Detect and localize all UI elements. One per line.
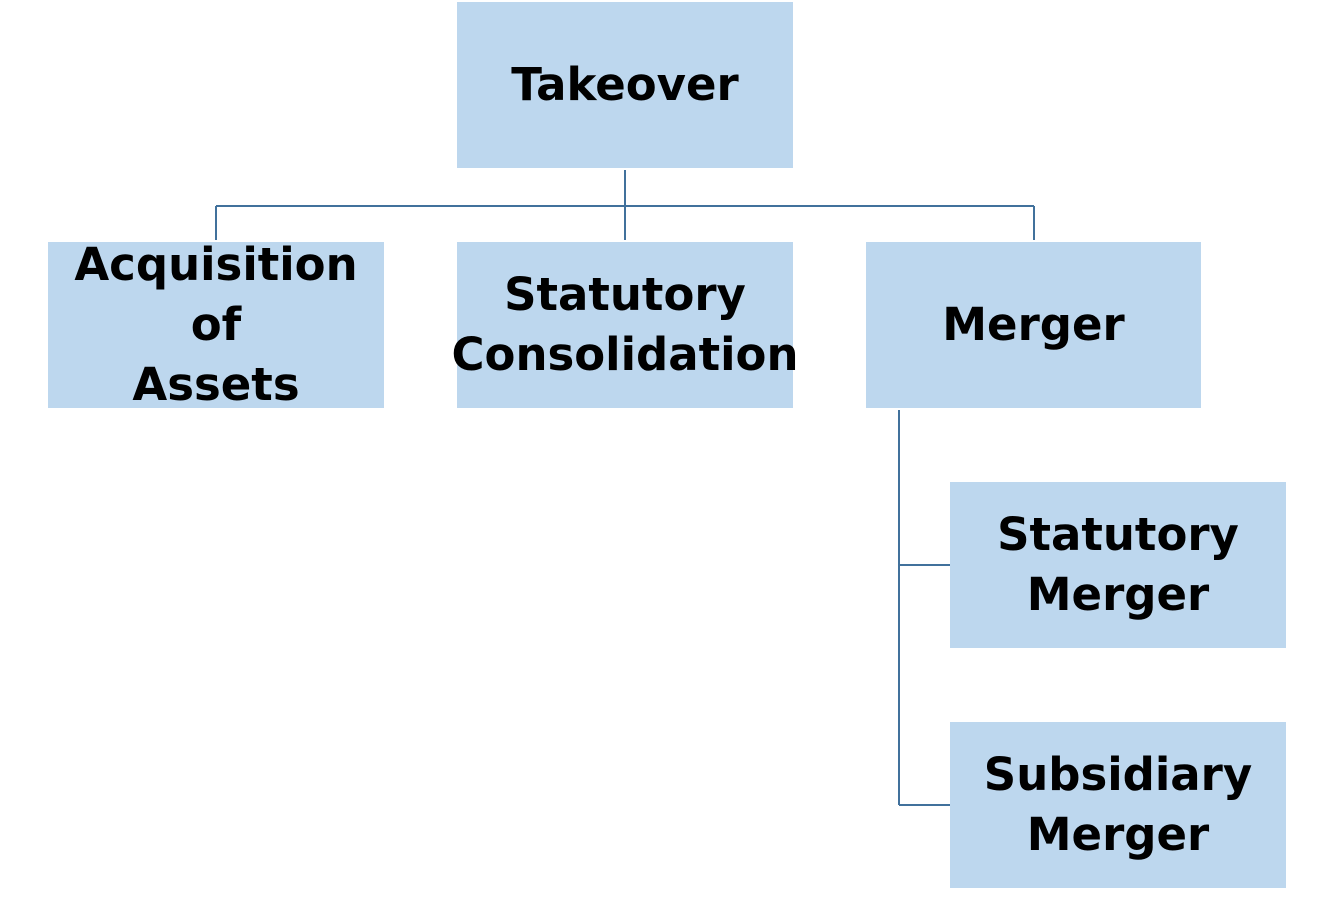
node-subsidiary-merger: Subsidiary Merger [950, 722, 1286, 888]
node-statutory-consolidation-label: Statutory Consolidation [451, 268, 799, 381]
node-statutory-merger: Statutory Merger [950, 482, 1286, 648]
node-subsidiary-merger-label: Subsidiary Merger [983, 748, 1253, 861]
node-acquisition-of-assets: Acquisition of Assets [48, 238, 384, 411]
node-statutory-consolidation: Statutory Consolidation [452, 242, 799, 408]
node-acquisition-of-assets-label: Acquisition of Assets [74, 238, 358, 411]
node-merger: Merger [866, 242, 1201, 408]
node-takeover-label: Takeover [511, 58, 739, 111]
node-takeover: Takeover [457, 2, 793, 168]
node-statutory-merger-label: Statutory Merger [997, 508, 1239, 621]
node-merger-label: Merger [942, 298, 1125, 351]
